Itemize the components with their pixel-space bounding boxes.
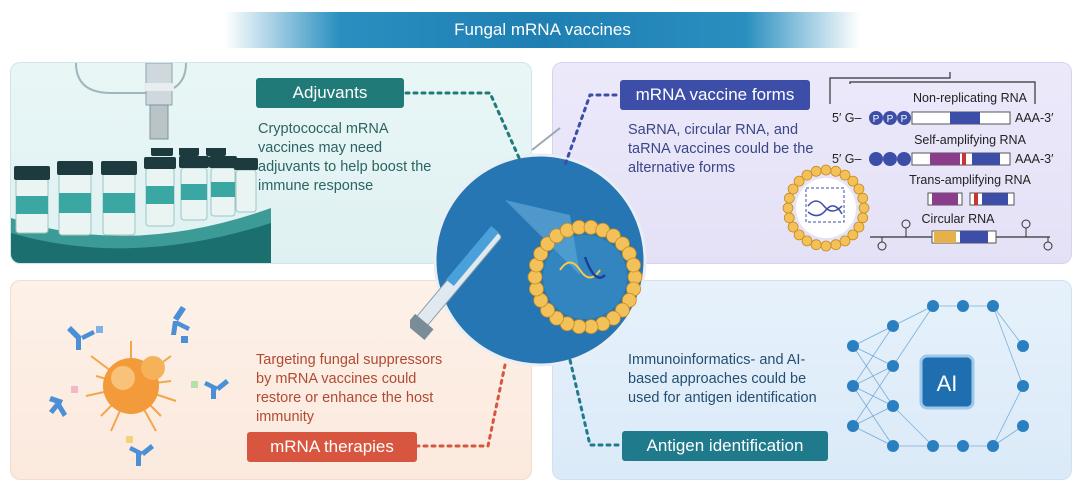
lipid-dot bbox=[782, 202, 794, 214]
cap-letter: P bbox=[887, 114, 894, 125]
lipid-dot bbox=[830, 165, 842, 177]
lipid-dot bbox=[853, 221, 865, 233]
lipid-dot bbox=[853, 183, 865, 195]
antigen-description: Immunoinformatics- and AI-based approach… bbox=[628, 352, 817, 406]
cap-letter: P bbox=[901, 114, 908, 125]
lipid-dot bbox=[801, 235, 813, 247]
cap-letter: P bbox=[873, 114, 880, 125]
small-lipid-nanoparticle bbox=[782, 164, 870, 252]
lipid-dot bbox=[626, 257, 641, 273]
rna-forms-diagram: Non-replicating RNA 5′ G– P P P AAA-3′ S… bbox=[829, 72, 1054, 251]
adjuvants-label: Adjuvants bbox=[256, 78, 404, 108]
therapies-label: mRNA therapies bbox=[247, 432, 417, 462]
lipid-dot bbox=[810, 239, 822, 251]
vaccine-forms-description: SaRNA, circular RNA, and taRNA vaccines … bbox=[628, 122, 814, 176]
lipid-dot bbox=[820, 164, 832, 176]
lipid-dot bbox=[858, 202, 870, 214]
title-bar: Fungal mRNA vaccines bbox=[225, 12, 860, 48]
antigen-label: Antigen identification bbox=[622, 431, 828, 461]
lipid-dot bbox=[787, 183, 799, 195]
therapies-label-text: mRNA therapies bbox=[270, 437, 394, 456]
adjuvants-label-text: Adjuvants bbox=[292, 83, 368, 102]
lipid-dot bbox=[839, 235, 851, 247]
lipid-dot bbox=[839, 169, 851, 181]
neural-network-illustration: AI bbox=[847, 300, 1029, 452]
ai-label: AI bbox=[937, 371, 958, 396]
rna-type-3-name: Circular RNA bbox=[922, 212, 996, 226]
lipid-dot bbox=[801, 169, 813, 181]
cap-icon: P P P bbox=[869, 111, 911, 125]
antigen-label-text: Antigen identification bbox=[646, 436, 804, 455]
adjuvants-description: Cryptococcal mRNA vaccines may need adju… bbox=[258, 121, 432, 194]
lipid-dot bbox=[810, 165, 822, 177]
lipid-dot bbox=[847, 175, 859, 187]
rna-type-0-5prime: 5′ G– bbox=[832, 111, 861, 125]
lipid-dot bbox=[783, 212, 795, 224]
therapies-description: Targeting fungal suppressors by mRNA vac… bbox=[256, 352, 443, 425]
lipid-dot bbox=[820, 240, 832, 252]
central-illustration bbox=[410, 127, 647, 367]
page-title: Fungal mRNA vaccines bbox=[454, 20, 631, 39]
lamp-illustration bbox=[75, 63, 187, 140]
lipid-dot bbox=[783, 192, 795, 204]
lipid-dot bbox=[857, 212, 869, 224]
lipid-dot bbox=[793, 175, 805, 187]
syringe-icon bbox=[410, 127, 561, 341]
lipid-dot bbox=[787, 221, 799, 233]
rna-type-2-name: Trans-amplifying RNA bbox=[909, 173, 1031, 187]
vaccine-forms-label: mRNA vaccine forms bbox=[620, 80, 810, 110]
lipid-dot bbox=[793, 229, 805, 241]
lipid-dot bbox=[830, 239, 842, 251]
rna-type-1-3prime: AAA-3′ bbox=[1015, 152, 1054, 166]
fungus-illustration bbox=[49, 306, 229, 466]
rna-type-1-name: Self-amplifying RNA bbox=[914, 133, 1027, 147]
rna-type-0-name: Non-replicating RNA bbox=[913, 91, 1028, 105]
rna-type-1-5prime: 5′ G– bbox=[832, 152, 861, 166]
vials-illustration bbox=[11, 148, 271, 263]
lipid-dot bbox=[857, 192, 869, 204]
rna-type-0-3prime: AAA-3′ bbox=[1015, 111, 1054, 125]
vaccine-forms-label-text: mRNA vaccine forms bbox=[635, 85, 795, 104]
lipid-dot bbox=[847, 229, 859, 241]
